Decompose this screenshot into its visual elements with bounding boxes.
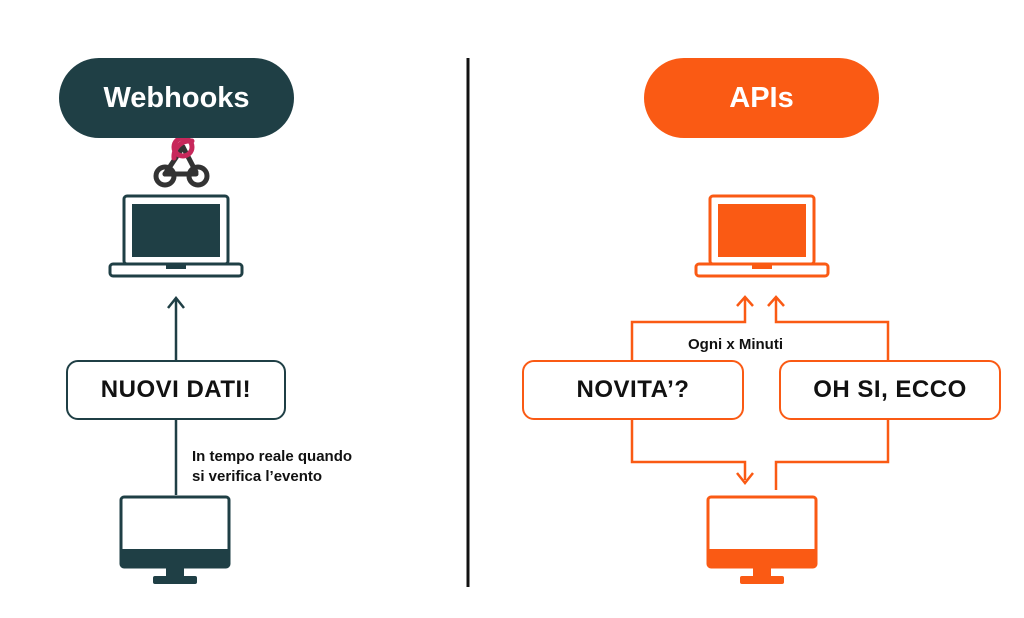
apis-interval-label: Ogni x Minuti <box>688 336 783 353</box>
webhooks-monitor-icon <box>119 495 231 584</box>
webhook-logo-icon <box>153 135 210 188</box>
webhooks-title-pill: Webhooks <box>59 58 294 138</box>
apis-polling-connectors <box>630 295 890 490</box>
webhooks-caption-line-1: In tempo reale quando <box>192 448 353 465</box>
webhooks-new-data-box: NUOVI DATI! <box>66 360 286 420</box>
apis-title-pill: APIs <box>644 58 879 138</box>
webhooks-caption-line-2: si verifica l’evento <box>192 468 323 485</box>
apis-laptop-icon <box>694 194 830 278</box>
apis-response-box: OH SI, ECCO <box>779 360 1001 420</box>
webhooks-laptop-icon <box>108 194 244 278</box>
webhooks-realtime-caption: In tempo reale quando si verifica l’even… <box>192 447 422 487</box>
apis-request-box: NOVITA’? <box>522 360 744 420</box>
webhooks-upward-arrow <box>167 295 185 495</box>
apis-monitor-icon <box>706 495 818 584</box>
